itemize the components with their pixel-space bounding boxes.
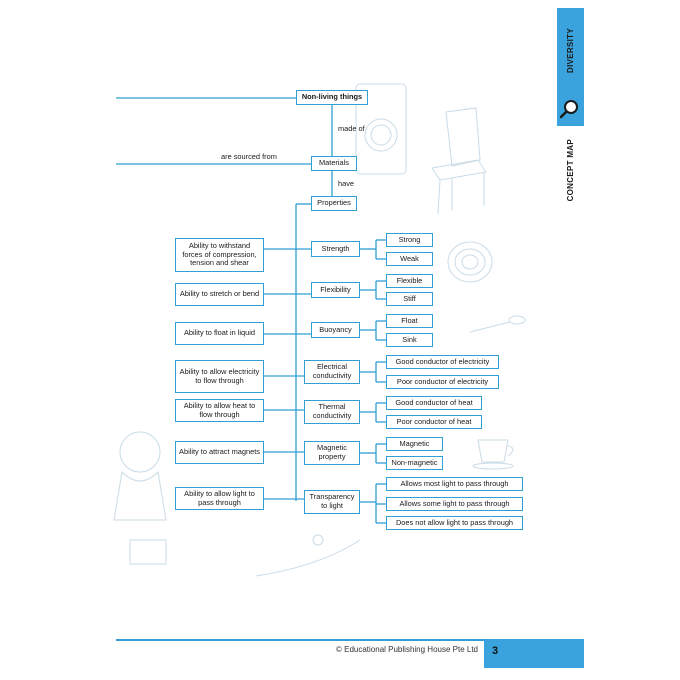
node-properties: Properties bbox=[311, 196, 357, 211]
child-illustration bbox=[113, 431, 361, 577]
property-flexibility: Flexibility bbox=[311, 282, 360, 298]
side-tab-section: CONCEPT MAP bbox=[557, 130, 584, 210]
value-magnetic: Magnetic bbox=[386, 437, 443, 451]
link-sourced-from: are sourced from bbox=[221, 152, 277, 161]
property-transparency: Transparency to light bbox=[304, 490, 360, 514]
page-number: 3 bbox=[492, 645, 499, 657]
page-number-badge: 3 bbox=[484, 639, 584, 668]
spoon-illustration bbox=[469, 315, 526, 333]
description-electrical-conductivity: Ability to allow electricity to flow thr… bbox=[175, 360, 264, 393]
magnifier-icon bbox=[557, 92, 584, 126]
node-root: Non-living things bbox=[296, 90, 368, 105]
value-flexible: Flexible bbox=[386, 274, 433, 288]
value-stiff: Stiff bbox=[386, 292, 433, 306]
value-poor-conductor-heat: Poor conductor of heat bbox=[386, 415, 482, 429]
footer-copyright: © Educational Publishing House Pte Ltd bbox=[336, 645, 478, 654]
link-have: have bbox=[338, 179, 355, 188]
value-poor-conductor-electricity: Poor conductor of electricity bbox=[386, 375, 499, 389]
property-thermal-conductivity: Thermal conductivity bbox=[304, 400, 360, 424]
side-tab-subject: DIVERSITY bbox=[557, 8, 584, 92]
value-float: Float bbox=[386, 314, 433, 328]
link-made-of: made of bbox=[338, 124, 365, 133]
footer-divider bbox=[116, 639, 484, 641]
value-good-conductor-electricity: Good conductor of electricity bbox=[386, 355, 499, 369]
description-flexibility: Ability to stretch or bend bbox=[175, 283, 264, 306]
chair-illustration bbox=[431, 107, 487, 215]
value-sink: Sink bbox=[386, 333, 433, 347]
property-buoyancy: Buoyancy bbox=[311, 322, 360, 338]
description-buoyancy: Ability to float in liquid bbox=[175, 322, 264, 345]
property-strength: Strength bbox=[311, 241, 360, 257]
description-magnetic-property: Ability to attract magnets bbox=[175, 441, 264, 464]
value-allows-most-light: Allows most light to pass through bbox=[386, 477, 523, 491]
value-weak: Weak bbox=[386, 252, 433, 266]
value-good-conductor-heat: Good conductor of heat bbox=[386, 396, 482, 410]
property-electrical-conductivity: Electrical conductivity bbox=[304, 360, 360, 384]
value-no-light: Does not allow light to pass through bbox=[386, 516, 523, 530]
subject-label: DIVERSITY bbox=[566, 27, 575, 73]
value-allows-some-light: Allows some light to pass through bbox=[386, 497, 523, 511]
property-magnetic-property: Magnetic property bbox=[304, 441, 360, 465]
description-transparency: Ability to allow light to pass through bbox=[175, 487, 264, 510]
hose-illustration bbox=[447, 241, 493, 283]
description-thermal-conductivity: Ability to allow heat to flow through bbox=[175, 399, 264, 422]
node-materials: Materials bbox=[311, 156, 357, 171]
section-label: CONCEPT MAP bbox=[566, 138, 575, 202]
value-non-magnetic: Non-magnetic bbox=[386, 456, 443, 470]
description-strength: Ability to withstand forces of compressi… bbox=[175, 238, 264, 272]
washing-machine-illustration bbox=[355, 83, 407, 175]
cup-illustration bbox=[472, 439, 514, 470]
value-strong: Strong bbox=[386, 233, 433, 247]
